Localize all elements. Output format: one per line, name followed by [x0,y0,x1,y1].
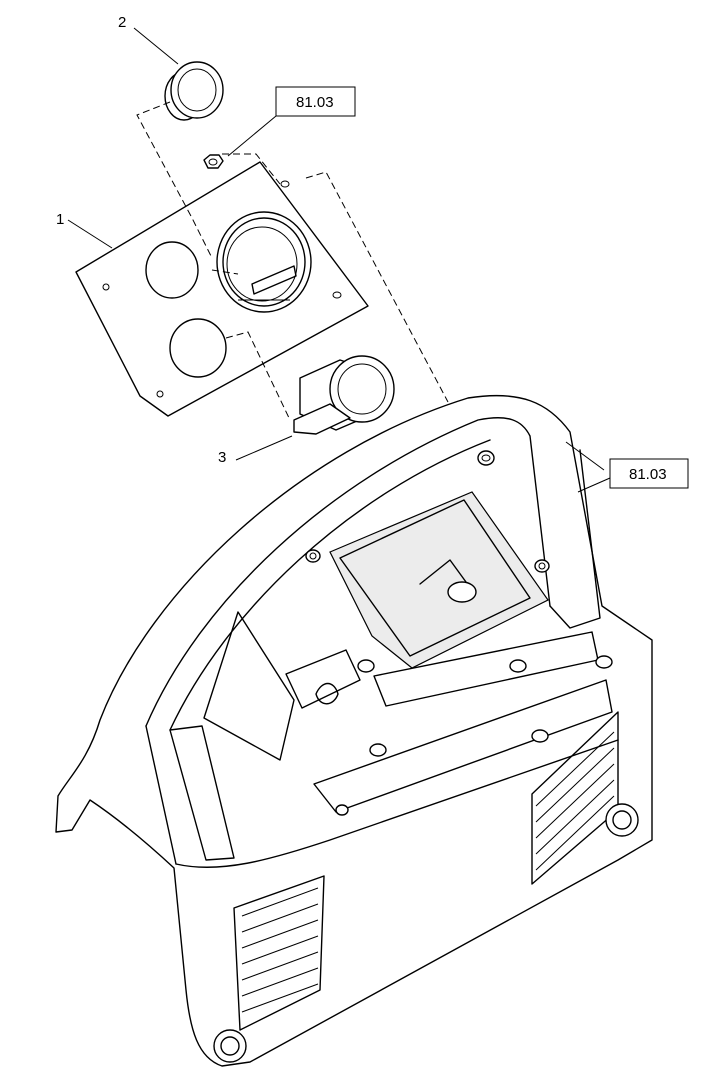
nut-part [203,154,224,169]
callout-3: 3 [218,449,226,466]
gauge-panel-plate [75,161,369,417]
indicator-lamp-part [293,355,395,435]
reference-box-right: 81.03 [609,458,689,489]
callout-1: 1 [56,211,64,228]
reference-box-top: 81.03 [275,86,356,117]
callout-leaders [67,27,611,493]
callout-2: 2 [118,14,126,31]
housing-body [55,394,653,1067]
reference-label-right: 81.03 [629,466,667,483]
cap-part [164,61,224,121]
reference-label-top: 81.03 [296,94,334,111]
